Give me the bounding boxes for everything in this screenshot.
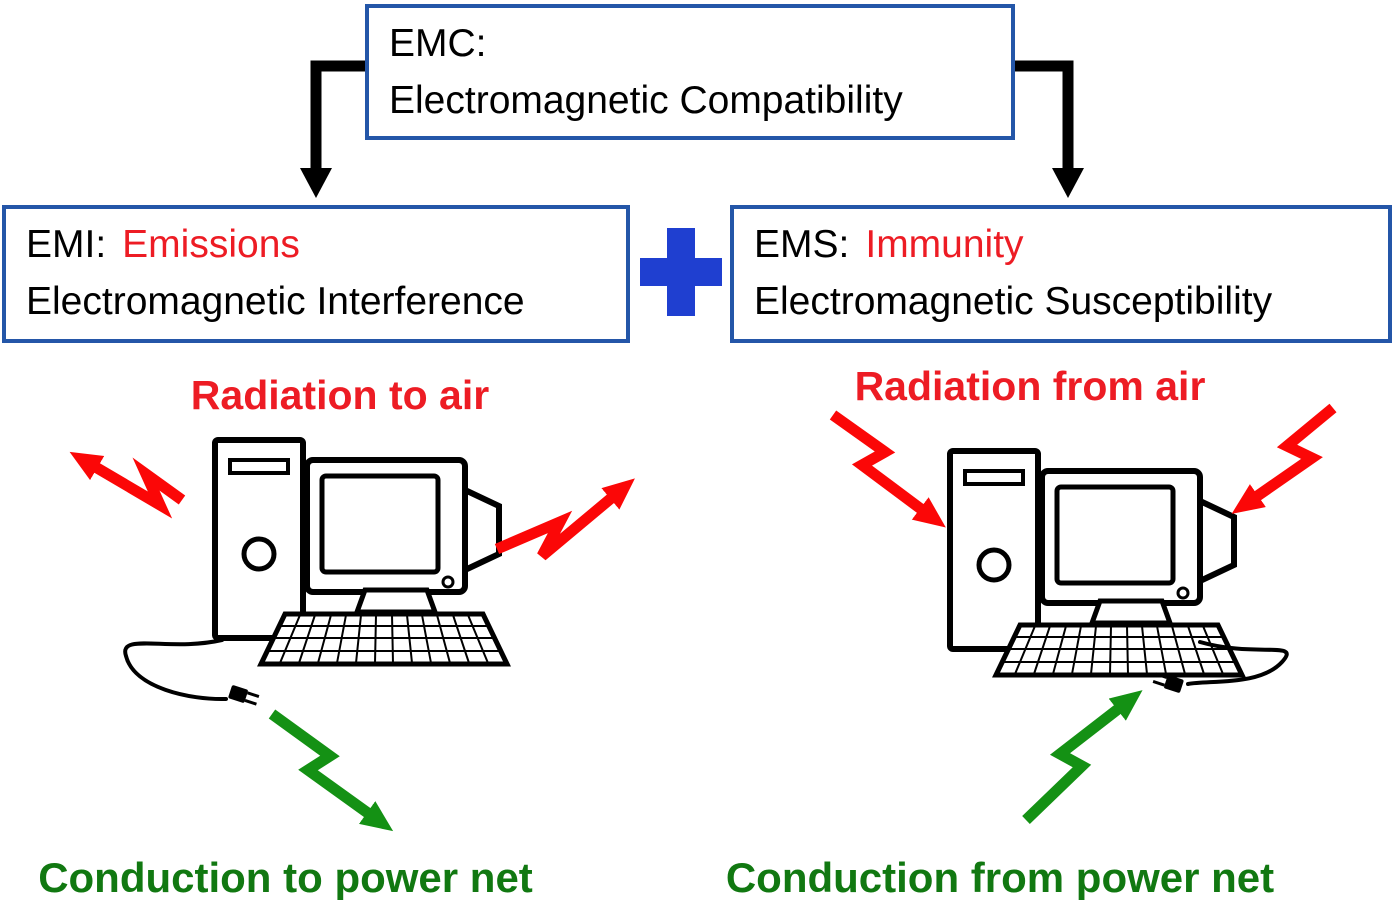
emc-abbr: EMC: bbox=[389, 22, 487, 65]
emc-to-emi-arrow bbox=[300, 60, 368, 198]
plug-icon-left bbox=[228, 685, 260, 706]
emi-keyword: Emissions bbox=[122, 223, 300, 266]
radiation-arrow-right-from-right bbox=[1231, 403, 1337, 514]
emc-box: EMC: Electromagnetic Compatibility bbox=[365, 4, 1015, 140]
emi-box: EMI: Emissions Electromagnetic Interferen… bbox=[2, 205, 630, 343]
radiation-to-air-label: Radiation to air bbox=[190, 372, 490, 418]
plug-icon-right bbox=[1152, 672, 1184, 693]
ems-line1: EMS: Immunity bbox=[754, 217, 1388, 274]
radiation-from-air-label: Radiation from air bbox=[854, 363, 1206, 409]
emi-line1: EMI: Emissions bbox=[26, 217, 626, 274]
radiation-arrow-left-upleft bbox=[69, 451, 186, 519]
computer-icon-left bbox=[215, 440, 507, 664]
conduction-arrow-left bbox=[268, 709, 394, 832]
power-cord-left bbox=[123, 638, 228, 702]
conduction-arrow-right bbox=[1022, 690, 1143, 824]
ems-full-name: Electromagnetic Susceptibility bbox=[754, 279, 1273, 323]
power-cord-right bbox=[1186, 640, 1289, 686]
conduction-from-power-net-label: Conduction from power net bbox=[725, 854, 1275, 900]
radiation-arrow-right-from-left bbox=[829, 410, 946, 528]
emi-abbr: EMI: bbox=[26, 223, 107, 266]
plus-icon bbox=[640, 228, 722, 316]
ems-box: EMS: Immunity Electromagnetic Susceptibil… bbox=[730, 205, 1392, 343]
emc-to-ems-arrow bbox=[1012, 60, 1084, 198]
ems-abbr: EMS: bbox=[754, 223, 850, 266]
conduction-to-power-net-label: Conduction to power net bbox=[38, 854, 533, 900]
radiation-arrow-left-right bbox=[494, 478, 635, 561]
emi-full-name: Electromagnetic Interference bbox=[26, 279, 525, 323]
emc-full-name: Electromagnetic Compatibility bbox=[389, 78, 903, 122]
ems-keyword: Immunity bbox=[865, 223, 1024, 266]
